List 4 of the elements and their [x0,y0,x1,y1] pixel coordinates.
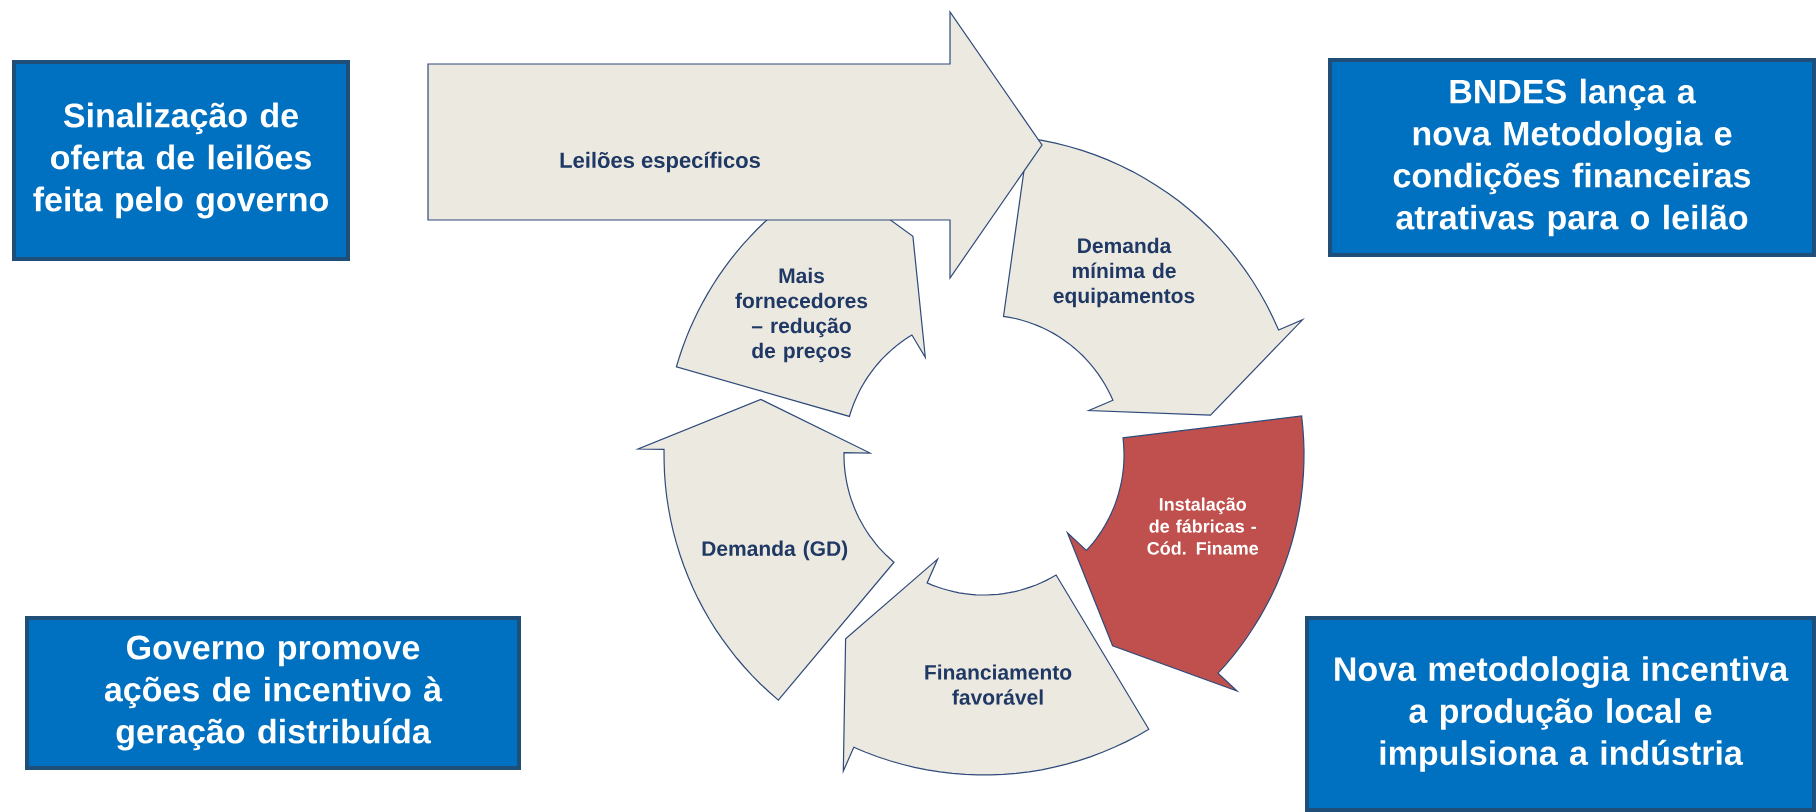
text-box: Governo promove ações de incentivo à geração distribuída [25,616,521,770]
text-box: BNDES lança a nova Metodologia e condições financeiras atrativas para o leilão [1328,58,1816,257]
text-box: Sinalização de oferta de leilões feita pelo governo [12,60,350,261]
text-box: Nova metodologia incentiva a produção local e impulsiona a indústria [1305,616,1816,812]
